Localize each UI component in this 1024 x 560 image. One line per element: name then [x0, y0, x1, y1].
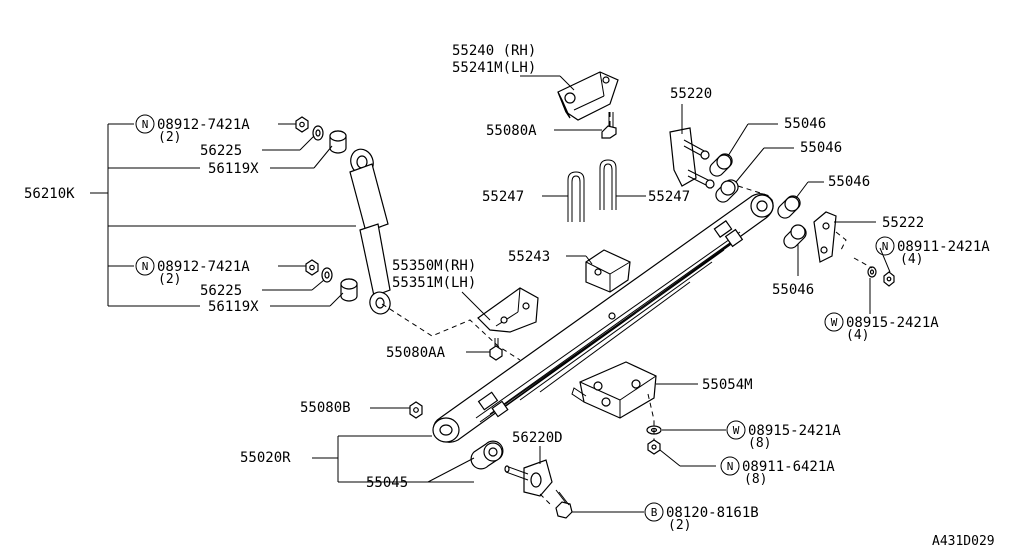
prefix-circle [135, 256, 155, 276]
shackle-55220 [669, 127, 715, 189]
upper-nut-and-bushings [295, 116, 347, 154]
prefix-circle [720, 456, 740, 476]
callout-qty: (8) [744, 472, 767, 487]
callout-nut-ubolt: N 08911-6421A (8) [720, 456, 835, 487]
callout-number: 08911-2421A [897, 239, 990, 255]
dashed-line-shackle-nut [853, 257, 873, 269]
label-pad-rh: 55350M(RH) [392, 258, 476, 274]
callout-prefix: B [651, 506, 658, 519]
prefix-circle [875, 236, 895, 256]
bushing-55046-right-upper [777, 195, 801, 219]
label-bush-55046-c: 55046 [828, 174, 870, 190]
shackle-washer [867, 266, 877, 278]
bolt-55080aa [489, 338, 503, 361]
nut-55080b [409, 401, 423, 419]
shock-absorber [349, 148, 391, 315]
u-bolt-right [599, 159, 617, 210]
label-bolt-55080a: 55080A [486, 123, 537, 139]
label-spring-assy: 55020R [240, 450, 291, 466]
bolt-front [555, 489, 573, 519]
label-shock-assy: 56210K [24, 186, 75, 202]
callout-number: 08120-8161B [666, 505, 759, 521]
dashed-line-shock-to-spring [381, 303, 521, 361]
callout-number: 08912-7421A [157, 117, 250, 133]
callout-nut-upper: N 08912-7421A (2) [135, 114, 250, 145]
label-bush-55046-d: 55046 [772, 282, 814, 298]
shackle-plate-55222 [813, 211, 847, 263]
callout-number: 08915-2421A [846, 315, 939, 331]
bushing-55046-right-lower [783, 224, 807, 249]
label-pin-56220d: 56220D [512, 430, 563, 446]
prefix-circle [824, 312, 844, 332]
callout-prefix: W [733, 424, 740, 437]
diagram-reference-code: A431D029 [932, 534, 995, 549]
prefix-circle [726, 420, 746, 440]
label-bracket-lh: 55241M(LH) [452, 60, 536, 76]
callout-prefix: N [727, 460, 734, 473]
callout-nut-lower: N 08912-7421A (2) [135, 256, 250, 287]
label-bracket-rh: 55240 (RH) [452, 43, 536, 59]
label-shackle-pin: 55220 [670, 86, 712, 102]
prefix-circle [644, 502, 664, 522]
callout-qty: (2) [158, 130, 181, 145]
label-nut-55080b: 55080B [300, 400, 351, 416]
callout-qty: (2) [158, 272, 181, 287]
dashed-line-shackle [737, 185, 771, 197]
bushing-55045 [470, 440, 504, 470]
label-bolt-55080aa: 55080AA [386, 345, 446, 361]
label-plate-55054m: 55054M [702, 377, 753, 393]
leader-lines [90, 75, 891, 513]
lower-nut-and-bushings [305, 259, 358, 302]
callout-prefix: N [882, 240, 889, 253]
labels: 55240 (RH) 55241M(LH) 55080A 55220 55046… [24, 43, 924, 491]
callout-prefix: W [831, 316, 838, 329]
pin-56220d [504, 459, 553, 497]
label-bush-55046-a: 55046 [784, 116, 826, 132]
callout-number: 08915-2421A [748, 423, 841, 439]
callout-washer-shackle: W 08915-2421A (4) [824, 312, 939, 343]
callout-number: 08912-7421A [157, 259, 250, 275]
callout-bolt-front: B 08120-8161B (2) [644, 502, 759, 533]
label-ubolt-right: 55247 [648, 189, 690, 205]
callout-number: 08911-6421A [742, 459, 835, 475]
label-bush-55046-b: 55046 [800, 140, 842, 156]
bushing-55046-lower [715, 179, 739, 203]
label-shackle-plate: 55222 [882, 215, 924, 231]
label-bushing-56119x-upper: 56119X [208, 161, 259, 177]
label-ubolt-left: 55247 [482, 189, 524, 205]
callout-prefix: N [142, 260, 149, 273]
prefix-circle [135, 114, 155, 134]
callout-qty: (4) [846, 328, 869, 343]
label-bushing-56119x-lower: 56119X [208, 299, 259, 315]
callout-prefix: N [142, 118, 149, 131]
spring-pad-55350m [477, 287, 539, 333]
label-bushing-56225-lower: 56225 [200, 283, 242, 299]
dashed-line-plate [647, 393, 655, 440]
spring-hanger-bracket [557, 71, 619, 121]
label-spring-seat: 55243 [508, 249, 550, 265]
dashed-line-pin [539, 493, 553, 507]
callout-qty: (4) [900, 252, 923, 267]
bolt-55080a [601, 112, 617, 139]
callout-qty: (8) [748, 436, 771, 451]
callout-nut-shackle: N 08911-2421A (4) [875, 236, 990, 267]
spring-seat-55243 [585, 249, 631, 293]
callout-qty: (2) [668, 518, 691, 533]
label-bushing-56225-upper: 56225 [200, 143, 242, 159]
leaf-spring [432, 193, 774, 443]
label-pad-lh: 55351M(LH) [392, 275, 476, 291]
u-bolt-left [567, 171, 585, 222]
spring-plate-55054m [571, 361, 657, 419]
bushing-55046-upper [709, 153, 733, 177]
plate-nut [647, 439, 661, 455]
shackle-nut [883, 271, 895, 287]
label-bush-55045: 55045 [366, 475, 408, 491]
callout-washer-ubolt: W 08915-2421A (8) [726, 420, 841, 451]
